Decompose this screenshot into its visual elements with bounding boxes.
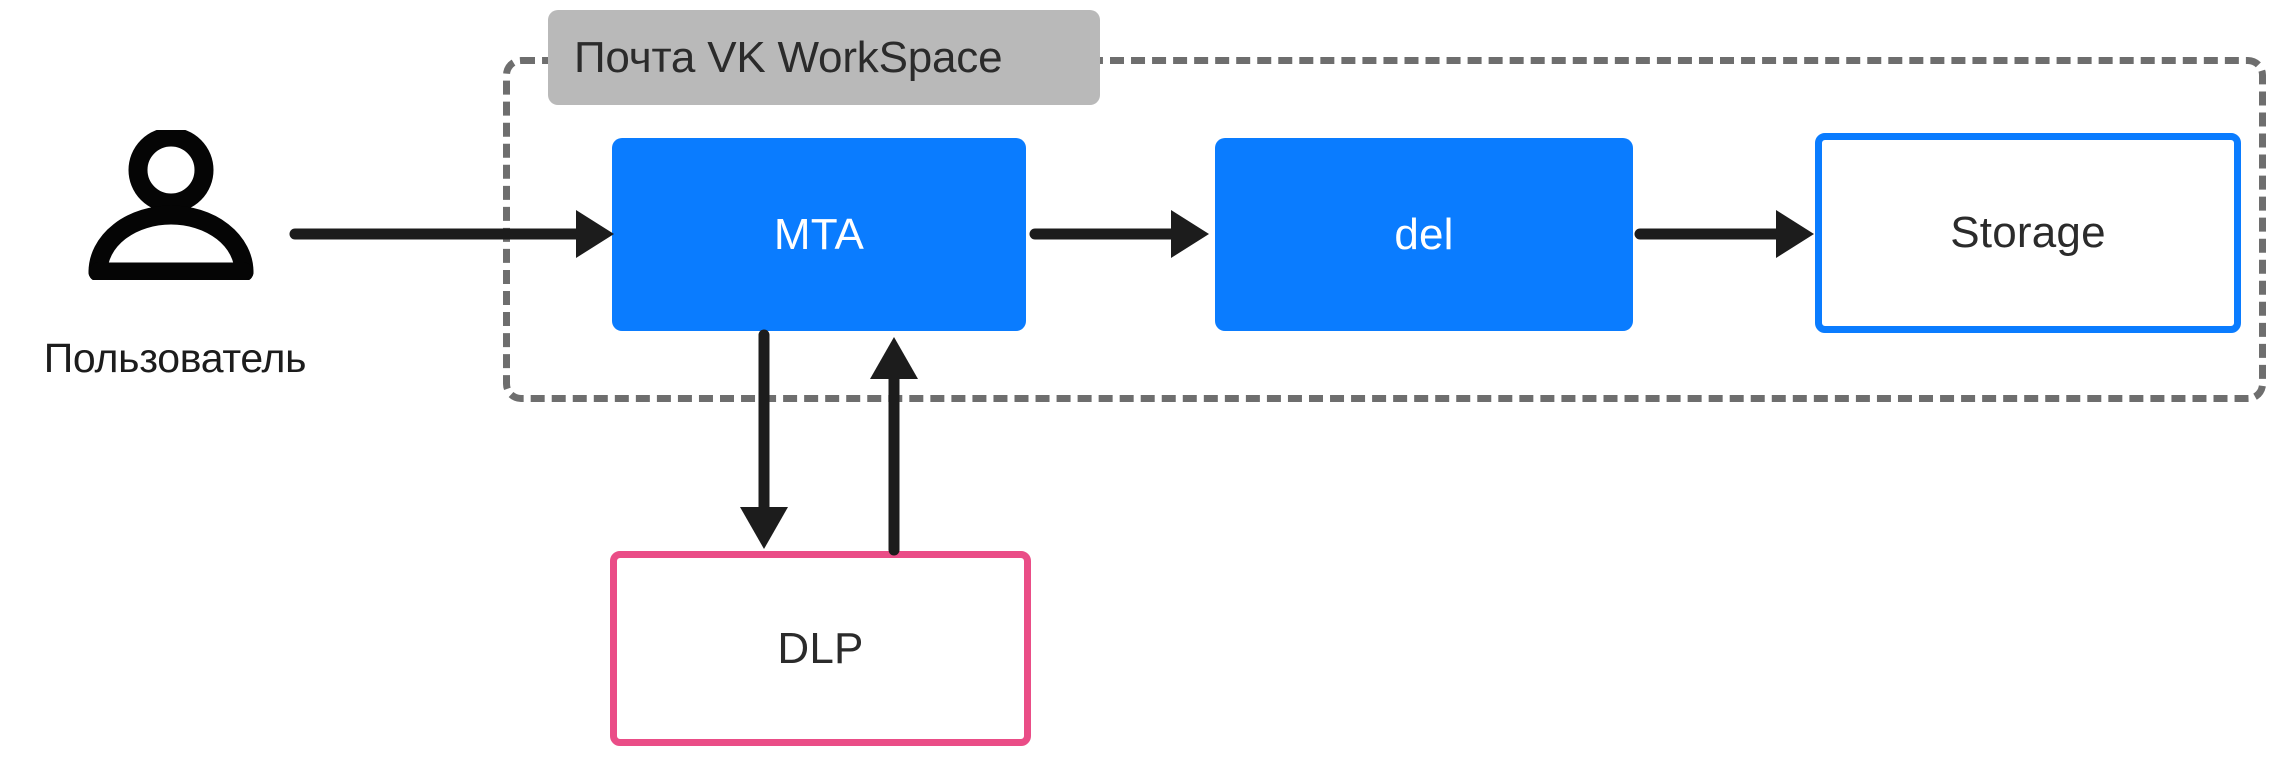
node-del[interactable]: del bbox=[1215, 138, 1633, 331]
edge-mta-to-del bbox=[1029, 210, 1209, 258]
edge-mta-to-dlp bbox=[740, 329, 788, 549]
node-mta[interactable]: MTA bbox=[612, 138, 1026, 331]
actor-user[interactable]: Пользователь bbox=[0, 127, 350, 395]
edge-del-to-storage bbox=[1634, 210, 1814, 258]
node-dlp[interactable]: DLP bbox=[610, 551, 1031, 746]
boundary-label-vk-workspace: Почта VK WorkSpace bbox=[548, 10, 1100, 105]
user-icon bbox=[84, 127, 259, 282]
actor-user-label: Пользователь bbox=[43, 335, 307, 381]
node-storage[interactable]: Storage bbox=[1815, 133, 2241, 333]
edge-user-to-mta bbox=[289, 210, 614, 258]
edge-dlp-to-mta bbox=[870, 337, 918, 556]
